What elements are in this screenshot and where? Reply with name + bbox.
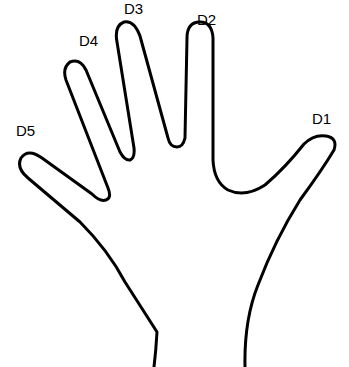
- digit-label: D1: [312, 111, 331, 127]
- digit-label: D4: [79, 33, 98, 49]
- digit-label: D5: [16, 123, 35, 139]
- digit-label: D2: [197, 12, 216, 28]
- hand-outline-path: [20, 22, 335, 367]
- digit-label: D3: [124, 1, 143, 17]
